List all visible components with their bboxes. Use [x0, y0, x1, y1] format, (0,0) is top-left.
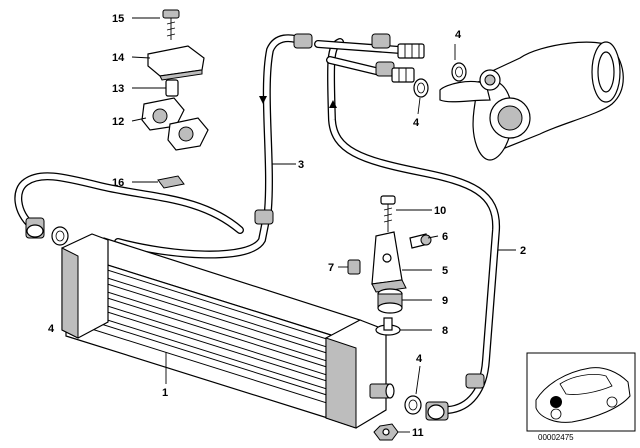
hose-ferrule	[375, 61, 395, 77]
hose-clamp-part-12	[141, 97, 209, 151]
callout-7: 7	[328, 262, 334, 274]
bolt-part-15	[162, 9, 180, 40]
clamp-cover-part-14	[147, 45, 205, 81]
callout-4-bottom: 4	[416, 353, 423, 365]
callout-3: 3	[298, 159, 304, 171]
sealing-ring-inner	[455, 66, 463, 78]
hose-ferrule	[293, 33, 313, 49]
vehicle-location-thumbnail	[526, 352, 636, 432]
rubber-mount-part-9	[377, 288, 403, 314]
document-id: 00002475	[538, 433, 574, 442]
washer-part-8	[375, 317, 401, 336]
callout-4-left: 4	[48, 323, 55, 335]
clip-part-16	[157, 175, 185, 189]
sealing-ring-inner	[408, 399, 418, 411]
callout-6: 6	[442, 231, 448, 243]
callout-8: 8	[442, 325, 448, 337]
callout-10: 10	[434, 205, 446, 217]
hose-pipe-upper	[314, 40, 404, 76]
callout-2: 2	[520, 245, 526, 257]
callout-15: 15	[112, 13, 124, 25]
leader-6	[427, 235, 439, 239]
sealing-ring-inner	[417, 82, 425, 94]
car-windows	[559, 374, 613, 395]
flow-arrow-up	[259, 96, 267, 104]
leader-4-bottom	[415, 365, 421, 395]
callout-14: 14	[112, 52, 125, 64]
hose-end-fitting-left	[25, 217, 45, 239]
sleeve-part-13	[165, 79, 179, 97]
flow-arrow-down	[329, 100, 337, 108]
bracket-part-5	[371, 231, 407, 293]
hose-end-fitting-bottom	[425, 401, 449, 421]
car-wheel	[550, 408, 562, 420]
callout-16: 16	[112, 177, 124, 189]
hose-line-3	[114, 34, 309, 259]
leader-14	[131, 56, 151, 59]
leader-4-mid	[417, 97, 421, 115]
oil-cooler	[61, 233, 395, 429]
callout-5: 5	[442, 265, 448, 277]
callout-1: 1	[162, 387, 168, 399]
callout-4-mid: 4	[413, 117, 420, 129]
screw-part-6	[409, 233, 432, 249]
hose-ferrule	[371, 33, 391, 49]
leader-12	[131, 117, 147, 122]
callout-12: 12	[112, 116, 124, 128]
union-nut-lower	[391, 67, 415, 83]
nut-part-11	[373, 423, 399, 441]
sealing-ring-inner	[55, 230, 65, 242]
callout-9: 9	[442, 295, 448, 307]
screw-part-10	[380, 195, 396, 232]
hose-left-loop	[14, 172, 244, 234]
callout-4-top: 4	[455, 29, 462, 41]
callout-11: 11	[412, 427, 424, 439]
oil-filter-housing	[439, 41, 624, 161]
nut-part-7	[347, 259, 361, 275]
callout-13: 13	[112, 83, 124, 95]
car-wheel	[606, 396, 618, 408]
part-location-marker	[550, 396, 562, 408]
union-nut-upper	[397, 43, 425, 59]
hose-ferrule	[465, 373, 485, 389]
hose-ferrule	[254, 209, 274, 225]
